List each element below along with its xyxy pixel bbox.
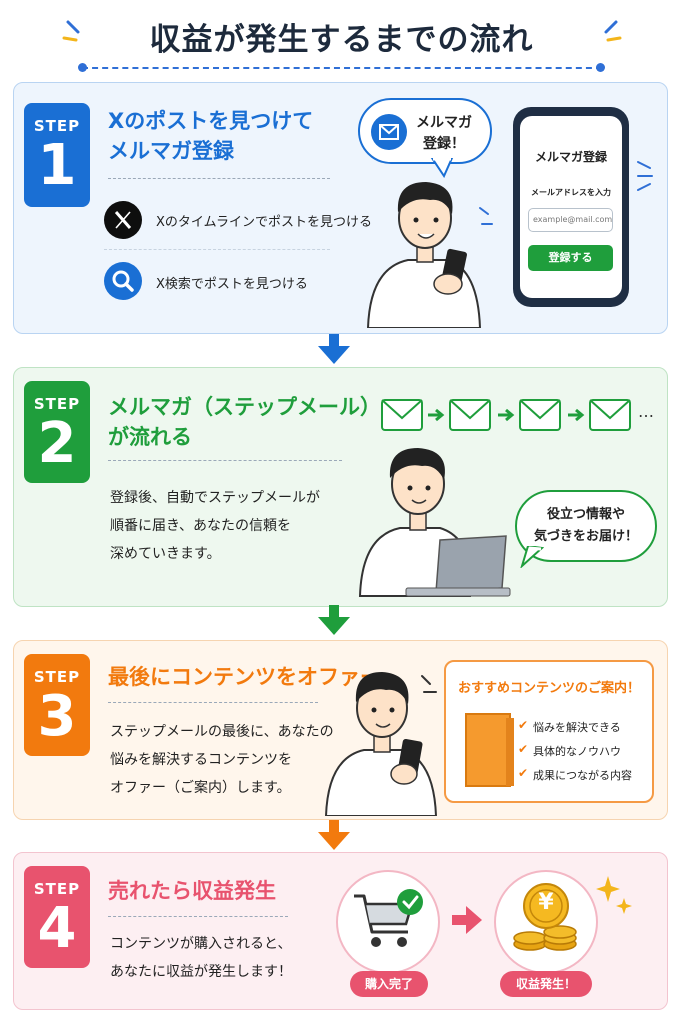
step2-number: 2 xyxy=(37,411,77,476)
purchase-complete-label: 購入完了 xyxy=(350,971,428,997)
envelope-icon xyxy=(589,399,631,431)
step1-item-divider xyxy=(104,249,330,250)
phone-email-label: メールアドレスを入力 xyxy=(531,188,611,197)
step1-bubble-line2: 登録！ xyxy=(423,136,465,152)
offer-item: 悩みを解決できる xyxy=(533,721,621,734)
spark-left-icon xyxy=(62,20,80,42)
step3-heading: 最後にコンテンツをオファー xyxy=(108,665,381,689)
step2-heading: メルマガ（ステップメール） が流れる xyxy=(108,392,381,452)
step3-badge: STEP 3 xyxy=(24,654,90,756)
yen-symbol: ¥ xyxy=(538,890,554,915)
step4-badge-label: STEP xyxy=(33,880,81,898)
check-icon: ✔ xyxy=(518,718,529,732)
right-arrow-icon xyxy=(452,906,482,934)
step2-bubble-line2: 気づきをお届け！ xyxy=(533,529,638,544)
step2-body: 登録後、自動でステップメールが 順番に届き、あなたの信頼を 深めていきます。 xyxy=(110,490,320,562)
check-icon: ✔ xyxy=(518,766,529,780)
step1-heading: Xのポストを見つけて メルマガ登録 xyxy=(108,106,313,166)
motion-lines-icon xyxy=(421,675,437,693)
step1-badge-label: STEP xyxy=(33,117,81,135)
title-area: 収益が発生するまでの流れ xyxy=(0,0,683,78)
envelope-chain xyxy=(381,399,631,431)
step2-bubble-tail xyxy=(520,546,544,568)
step2-divider xyxy=(108,460,342,461)
page-title: 収益が発生するまでの流れ xyxy=(149,22,534,58)
revenue-label: 収益発生！ xyxy=(500,971,592,997)
person-with-phone-illustration xyxy=(324,672,438,816)
person-with-laptop-illustration xyxy=(358,448,511,597)
step4-number: 4 xyxy=(37,896,77,961)
down-arrow-icon xyxy=(318,820,350,850)
phone-form-title: メルマガ登録 xyxy=(534,150,607,164)
title-dot-right xyxy=(596,63,605,72)
person-with-phone-illustration xyxy=(366,182,482,328)
spark-right-icon xyxy=(604,20,622,42)
phone-email-input[interactable]: example@mail.com xyxy=(528,208,613,232)
mail-icon xyxy=(371,114,407,150)
shopping-cart-icon xyxy=(354,889,423,947)
step1-number: 1 xyxy=(37,133,77,198)
phone-signal-icon xyxy=(637,161,653,191)
step1-bubble-tail xyxy=(430,158,454,178)
search-icon xyxy=(104,262,142,300)
step1-badge: STEP 1 xyxy=(24,103,90,207)
step2-badge: STEP 2 xyxy=(24,381,90,483)
step1-divider xyxy=(108,178,330,179)
envelope-icon xyxy=(519,399,561,431)
step2-bubble-text: 役立つ情報や 気づきをお届け！ xyxy=(515,504,657,548)
step4-badge: STEP 4 xyxy=(24,866,90,968)
down-arrow-icon xyxy=(318,334,350,364)
step1-item-timeline: Xのタイムラインでポストを見つける xyxy=(156,215,372,230)
step2-heading-line2: が流れる xyxy=(108,425,192,449)
offer-item: 成果につながる内容 xyxy=(533,769,632,782)
book-icon xyxy=(465,713,514,787)
step2-heading-line1: メルマガ（ステップメール） xyxy=(108,395,381,419)
step4-body: コンテンツが購入されると、 あなたに収益が発生します！ xyxy=(110,936,292,980)
step3-body: ステップメールの最後に、あなたの 悩みを解決するコンテンツを オファー（ご案内）… xyxy=(110,724,334,796)
x-logo-icon xyxy=(104,201,142,239)
step2-badge-label: STEP xyxy=(33,395,81,413)
envelope-icon xyxy=(449,399,491,431)
check-icon: ✔ xyxy=(518,742,529,756)
yen-coins-icon xyxy=(513,883,577,951)
step4-divider xyxy=(108,916,288,917)
motion-lines-icon xyxy=(479,207,493,225)
step1-heading-line1: Xのポストを見つけて xyxy=(108,109,314,133)
step1-bubble-line1: メルマガ xyxy=(416,115,472,131)
envelope-icon xyxy=(381,399,423,431)
offer-title: おすすめコンテンツのご案内！ xyxy=(457,681,640,696)
step4-heading: 売れたら収益発生 xyxy=(108,879,276,903)
step3-divider xyxy=(108,702,318,703)
step2-bubble-line1: 役立つ情報や xyxy=(546,507,625,522)
step1-bubble-text: メルマガ 登録！ xyxy=(416,113,472,155)
title-underline xyxy=(82,67,602,69)
step1-heading-line2: メルマガ登録 xyxy=(108,139,234,163)
down-arrow-icon xyxy=(318,605,350,635)
phone-register-button[interactable]: 登録する xyxy=(528,245,613,271)
sparkle-icon xyxy=(596,876,632,914)
step3-number: 3 xyxy=(37,684,77,749)
step1-item-search: X検索でポストを見つける xyxy=(156,277,308,292)
offer-item: 具体的なノウハウ xyxy=(533,745,621,758)
envelope-ellipsis: … xyxy=(638,402,654,421)
step3-badge-label: STEP xyxy=(33,668,81,686)
